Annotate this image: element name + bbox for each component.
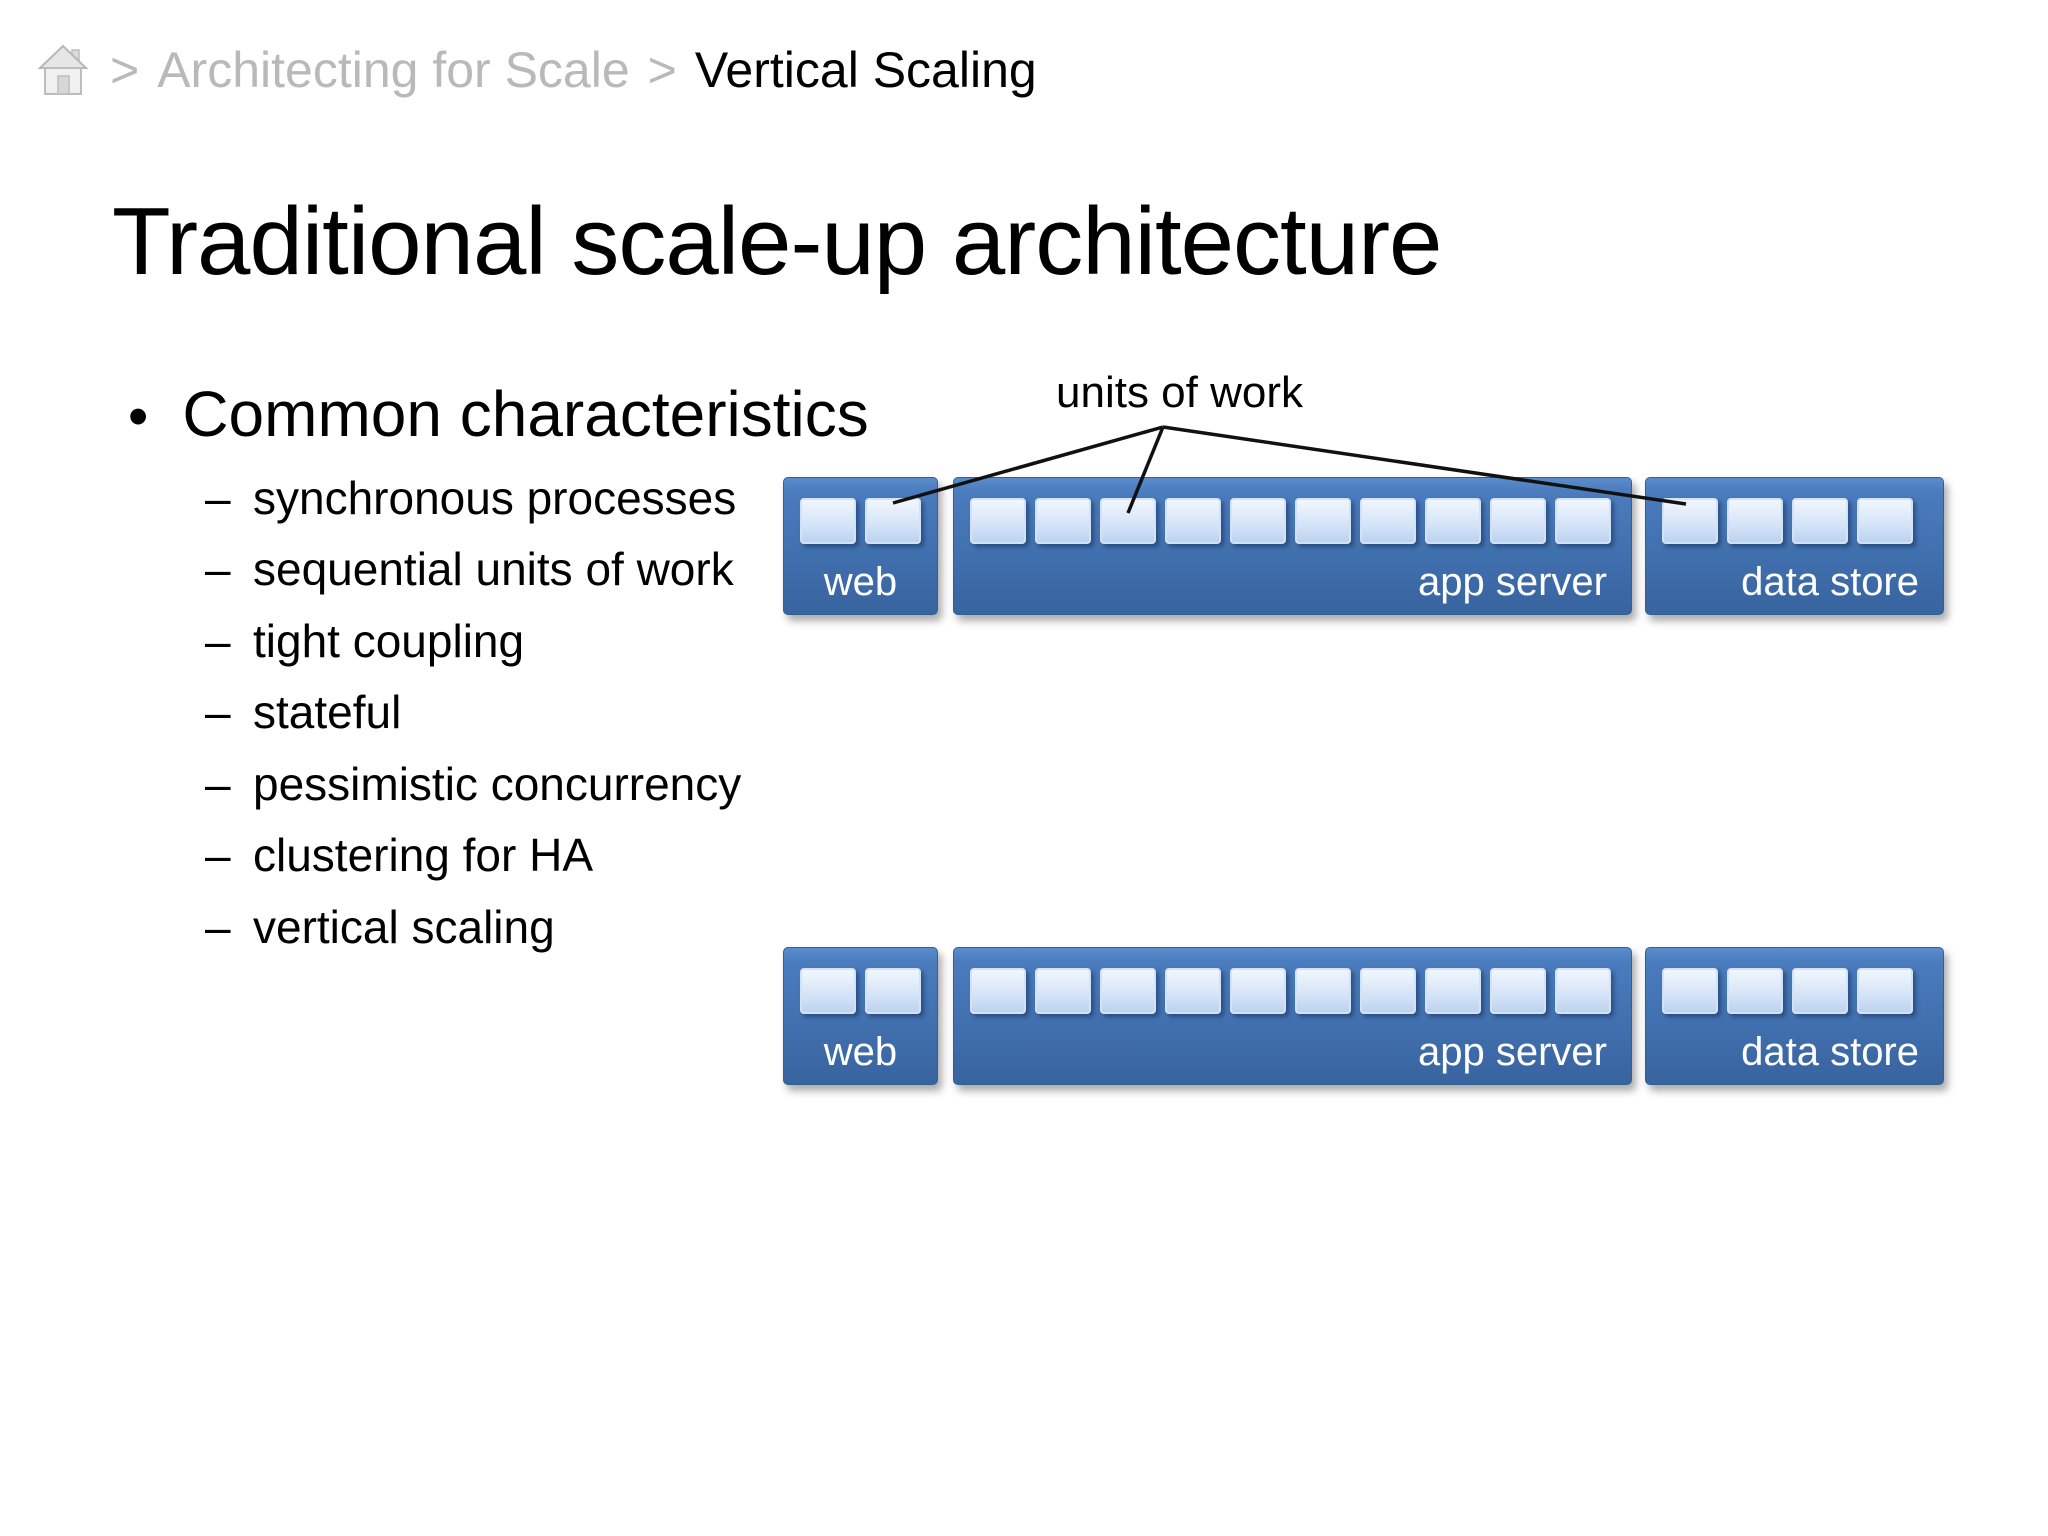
unit-of-work-square [1662, 498, 1718, 544]
box-label: app server [1418, 1030, 1607, 1074]
home-icon[interactable] [34, 42, 92, 98]
unit-of-work-square [1490, 968, 1546, 1014]
unit-of-work-square [1230, 498, 1286, 544]
breadcrumb: > Architecting for Scale > Vertical Scal… [34, 40, 1037, 100]
app-server-box: app server [953, 477, 1632, 615]
sub-bullet-list: – synchronous processes – sequential uni… [205, 462, 741, 963]
unit-of-work-square [1425, 498, 1481, 544]
dash-marker: – [205, 471, 231, 524]
dash-marker: – [205, 543, 231, 596]
breadcrumb-current: Vertical Scaling [694, 42, 1037, 98]
unit-of-work-square [1425, 968, 1481, 1014]
unit-of-work-square [1490, 498, 1546, 544]
unit-of-work-square [1035, 968, 1091, 1014]
unit-of-work-square [800, 498, 856, 544]
unit-of-work-square [1295, 498, 1351, 544]
dash-marker: – [205, 614, 231, 667]
list-item-label: sequential units of work [253, 543, 734, 596]
list-item: – clustering for HA [205, 820, 741, 892]
dash-marker: – [205, 829, 231, 882]
unit-of-work-square [865, 498, 921, 544]
unit-of-work-square [800, 968, 856, 1014]
unit-of-work-square [1662, 968, 1718, 1014]
unit-of-work-square [1360, 498, 1416, 544]
list-item: – sequential units of work [205, 534, 741, 606]
box-label: data store [1741, 560, 1919, 604]
unit-of-work-square [1360, 968, 1416, 1014]
unit-of-work-square [1792, 498, 1848, 544]
list-item: – tight coupling [205, 605, 741, 677]
unit-of-work-square [1792, 968, 1848, 1014]
unit-of-work-square [1295, 968, 1351, 1014]
dash-marker: – [205, 686, 231, 739]
bullet-heading-label: Common characteristics [182, 378, 869, 450]
breadcrumb-separator: > [647, 42, 677, 98]
unit-strip [1662, 968, 1927, 1014]
units-of-work-label: units of work [1056, 368, 1303, 417]
list-item-label: vertical scaling [253, 900, 555, 953]
unit-of-work-square [1555, 968, 1611, 1014]
breadcrumb-parent-link[interactable]: Architecting for Scale [157, 42, 630, 98]
bullet-heading: • Common characteristics [128, 378, 869, 452]
list-item: – vertical scaling [205, 891, 741, 963]
unit-of-work-square [970, 498, 1026, 544]
unit-strip [800, 968, 921, 1014]
page-title: Traditional scale-up architecture [112, 188, 1442, 295]
box-label: app server [1418, 560, 1607, 604]
unit-of-work-square [1035, 498, 1091, 544]
web-box: web [783, 947, 938, 1085]
box-label: web [823, 560, 898, 604]
unit-of-work-square [1555, 498, 1611, 544]
data-store-box: data store [1645, 947, 1944, 1085]
list-item: – stateful [205, 677, 741, 749]
unit-strip [970, 968, 1615, 1014]
list-item-label: tight coupling [253, 614, 525, 667]
breadcrumb-separator: > [110, 42, 140, 98]
box-label: web [823, 1030, 898, 1074]
unit-of-work-square [1100, 498, 1156, 544]
list-item-label: synchronous processes [253, 471, 737, 524]
unit-of-work-square [1727, 498, 1783, 544]
list-item-label: pessimistic concurrency [253, 757, 742, 810]
list-item: – pessimistic concurrency [205, 748, 741, 820]
unit-of-work-square [1230, 968, 1286, 1014]
unit-of-work-square [1727, 968, 1783, 1014]
data-store-box: data store [1645, 477, 1944, 615]
unit-strip [970, 498, 1615, 544]
dash-marker: – [205, 757, 231, 810]
list-item-label: stateful [253, 686, 402, 739]
unit-of-work-square [865, 968, 921, 1014]
unit-of-work-square [970, 968, 1026, 1014]
web-box: web [783, 477, 938, 615]
unit-of-work-square [1857, 968, 1913, 1014]
list-item: – synchronous processes [205, 462, 741, 534]
unit-of-work-square [1165, 498, 1221, 544]
unit-strip [1662, 498, 1927, 544]
unit-of-work-square [1165, 968, 1221, 1014]
box-label: data store [1741, 1030, 1919, 1074]
list-item-label: clustering for HA [253, 829, 594, 882]
unit-of-work-square [1100, 968, 1156, 1014]
unit-strip [800, 498, 921, 544]
unit-of-work-square [1857, 498, 1913, 544]
dash-marker: – [205, 900, 231, 953]
bullet-marker: • [128, 384, 149, 449]
app-server-box: app server [953, 947, 1632, 1085]
